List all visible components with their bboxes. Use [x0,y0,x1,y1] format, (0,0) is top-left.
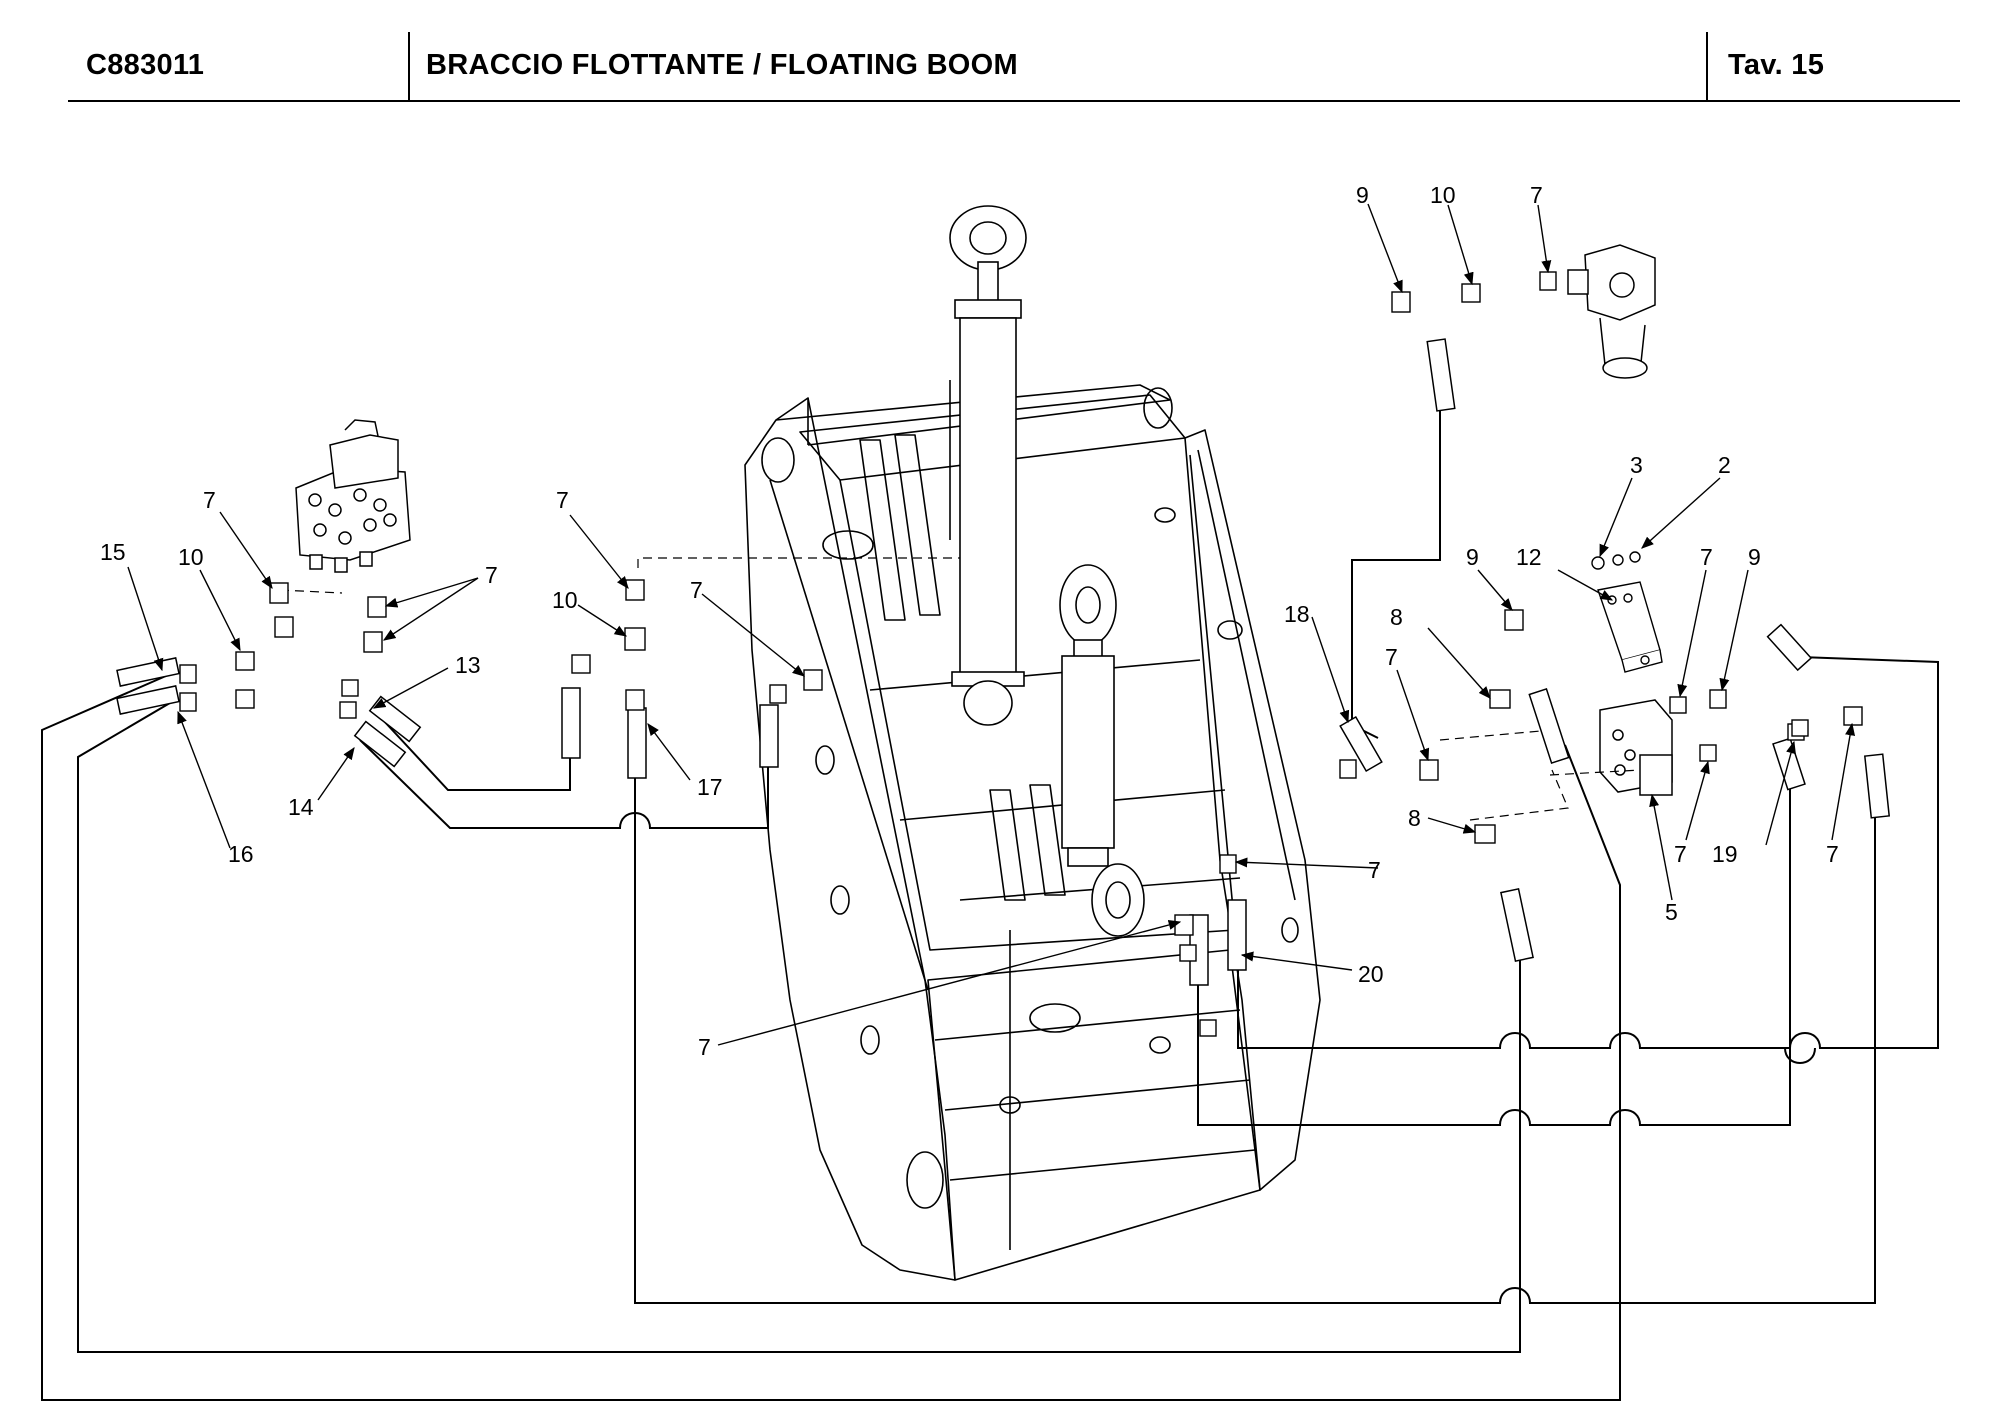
callout-label: 7 [1368,857,1381,883]
callout-label: 10 [552,587,578,613]
callout-leaders [127,203,1856,1046]
valve-block [1599,699,1673,796]
valve-bracket [1597,581,1663,673]
callout-label: 10 [178,544,204,570]
callout-label: 16 [228,841,254,867]
callout-label: 7 [485,562,498,588]
sheet-number: Tav. 15 [1728,48,1825,81]
control-valve [295,419,411,573]
callout-label: 7 [690,577,703,603]
callout-label: 20 [1358,961,1384,987]
callout-label: 17 [697,774,723,800]
lift-cylinder [949,205,1027,726]
callout-label: 3 [1630,452,1643,478]
callout-label: 13 [455,652,481,678]
callout-label: 9 [1466,544,1479,570]
callout-label: 9 [1356,182,1369,208]
callout-label: 10 [1430,182,1456,208]
callout-label: 19 [1712,841,1738,867]
callout-label: 2 [1718,452,1731,478]
float-cylinder [1059,564,1145,937]
callout-label: 9 [1748,544,1761,570]
callout-label: 15 [100,539,126,565]
callout-label: 8 [1390,604,1403,630]
dashed-connections [279,557,1641,821]
steering-unit [1567,244,1656,379]
callout-label: 12 [1516,544,1542,570]
callout-label: 7 [1385,644,1398,670]
callout-label: 7 [1700,544,1713,570]
title-divider-left [408,32,410,100]
fittings [179,271,1863,1037]
drawing-code: C883011 [86,48,205,81]
callout-label: 7 [1674,841,1687,867]
callout-label: 5 [1665,899,1678,925]
callout-label: 8 [1408,805,1421,831]
callout-label: 7 [1826,841,1839,867]
boom-frame [744,384,1321,1281]
drawing-title: BRACCIO FLOTTANTE / FLOATING BOOM [426,48,1018,81]
title-block: C883011 BRACCIO FLOTTANTE / FLOATING BOO… [68,32,1960,102]
callout-label: 18 [1284,601,1310,627]
callout-label: 7 [1530,182,1543,208]
callout-label: 7 [203,487,216,513]
callout-label: 14 [288,794,314,820]
callout-labels: 7 15 10 7 13 14 16 7 10 17 7 9 10 7 3 2 … [100,182,1839,1060]
title-divider-right [1706,32,1708,100]
callout-label: 7 [698,1034,711,1060]
callout-label: 7 [556,487,569,513]
